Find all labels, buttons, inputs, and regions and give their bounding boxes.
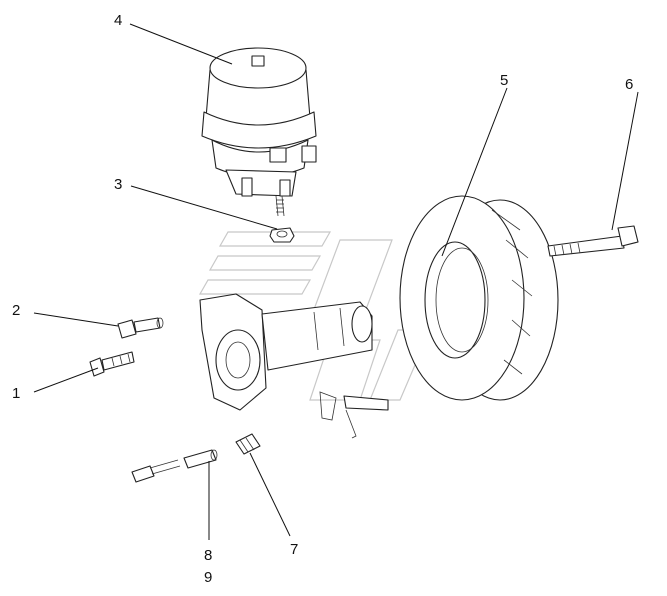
nut-part-3 <box>269 227 295 243</box>
brake-chamber-part-4 <box>201 47 317 217</box>
callout-5: 5 <box>500 72 508 89</box>
sleeve-part-7 <box>235 433 261 455</box>
callout-9: 9 <box>204 569 212 586</box>
callout-6: 6 <box>625 76 633 93</box>
caliper-bracket <box>199 293 389 439</box>
callout-3: 3 <box>114 176 122 193</box>
callout-8: 8 <box>204 547 212 564</box>
callout-4: 4 <box>114 12 122 29</box>
sensor-part-8-9 <box>131 449 218 483</box>
callout-1: 1 <box>12 385 20 402</box>
bolt-part-1 <box>89 351 135 377</box>
long-bolt-part-6 <box>547 225 639 257</box>
brake-disc-part-5 <box>399 195 559 401</box>
callout-7: 7 <box>290 541 298 558</box>
callout-2: 2 <box>12 302 20 319</box>
leader-lines <box>33 23 639 540</box>
bolt-part-2 <box>117 317 164 339</box>
